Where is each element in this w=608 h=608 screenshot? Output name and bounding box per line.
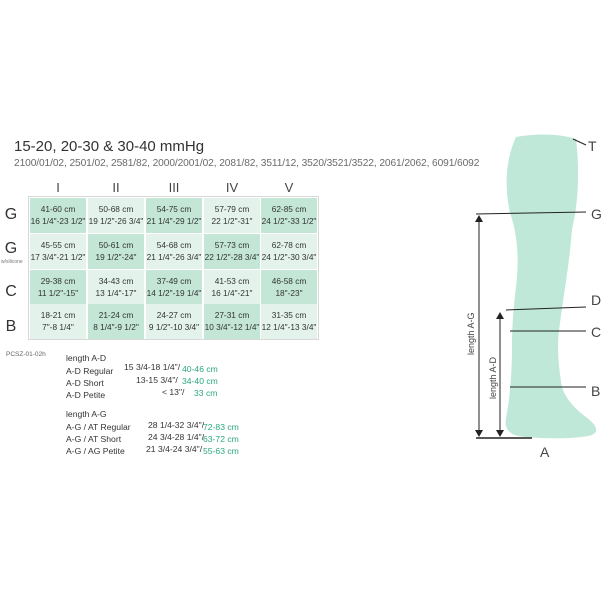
length-ad-arrowhead-bottom xyxy=(496,430,504,437)
length-ag-label: A-G / AT Regular xyxy=(66,422,131,432)
length-ag-cm: 72-83 cm xyxy=(203,422,239,432)
row-label-b: B xyxy=(5,318,17,335)
length-ad-inch: 15 3/4-18 1/4"/ xyxy=(124,362,181,372)
label-b: B xyxy=(591,383,600,399)
length-ag-arrowhead-top xyxy=(475,215,483,222)
g-level-line xyxy=(475,211,587,215)
length-ag-heading: length A-G xyxy=(66,409,107,419)
column-header-2: II xyxy=(112,180,120,195)
length-ad-label: A-D Short xyxy=(66,378,104,388)
length-ad-inch: < 13"/ xyxy=(162,387,185,397)
column-header-5: V xyxy=(284,180,294,195)
label-g: G xyxy=(591,206,602,222)
length-ad-arrowhead-top xyxy=(496,312,504,319)
length-ag-inch: 21 3/4-24 3/4"/ xyxy=(146,444,203,454)
length-ag-inch: 24 3/4-28 1/4"/ xyxy=(148,432,205,442)
length-ad-label: A-D Regular xyxy=(66,366,114,376)
length-ag-label: length A-G xyxy=(466,312,476,355)
row-label-g-silicone: G xyxy=(4,240,18,257)
top-tick xyxy=(572,138,587,146)
length-ag-label: A-G / AG Petite xyxy=(66,446,125,456)
leg-measurement-diagram: length A-G length A-D T G D C B A xyxy=(466,134,602,460)
d-level-line xyxy=(505,306,587,311)
label-d: D xyxy=(591,292,601,308)
length-ag-cm: 63-72 cm xyxy=(203,434,239,444)
leg-silhouette xyxy=(505,134,597,439)
length-ad-inch: 13-15 3/4"/ xyxy=(136,375,178,385)
length-ad-cm: 34-40 cm xyxy=(182,376,218,386)
length-ag-label: A-G / AT Short xyxy=(66,434,122,444)
length-ad-cm: 40-46 cm xyxy=(182,364,218,374)
length-ag-inch: 28 1/4-32 3/4"/ xyxy=(148,420,205,430)
row-sublabel-silicone: w/silicone xyxy=(1,259,23,265)
page-title: 15-20, 20-30 & 30-40 mmHg xyxy=(14,138,205,155)
label-t: T xyxy=(588,138,597,154)
length-ad-heading: length A-D xyxy=(66,353,107,363)
length-ad-cm: 33 cm xyxy=(194,388,218,398)
product-code: PCSZ-01-02h xyxy=(6,351,46,358)
length-ag-cm: 55-63 cm xyxy=(203,446,239,456)
label-c: C xyxy=(591,324,601,340)
column-header-1: I xyxy=(56,180,60,195)
label-a: A xyxy=(540,444,550,460)
column-header-3: III xyxy=(168,180,180,195)
size-table-frame xyxy=(28,196,319,340)
length-ad-label: A-D Petite xyxy=(66,390,106,400)
row-label-c: C xyxy=(5,283,17,300)
model-numbers: 2100/01/02, 2501/02, 2581/82, 2000/2001/… xyxy=(14,158,480,169)
length-ad-label: length A-D xyxy=(488,356,498,399)
column-header-4: IV xyxy=(225,180,239,195)
length-ag-arrowhead-bottom xyxy=(475,430,483,437)
row-label-g: G xyxy=(4,206,18,223)
